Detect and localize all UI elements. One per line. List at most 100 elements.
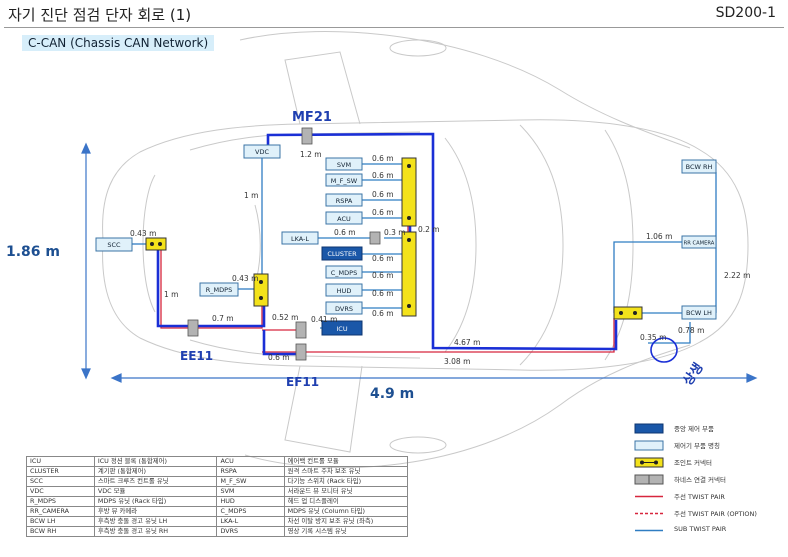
abbreviation-description: MDPS 유닛 (Rack 타입) [93,496,218,507]
vehicle-length-label: 4.9 m [370,386,414,402]
abbreviation-code: C_MDPS [216,506,285,517]
segment-lengths: 1.2 m 1 m 0.43 m 1 m 0.7 m 0.43 m 0.52 m… [130,150,750,366]
legend-item-option: 주선 TWIST PAIR (OPTION) [632,505,782,522]
abbreviation-code: RSPA [216,466,285,477]
abbreviation-code: LKA-L [216,516,285,527]
legend-label: 조인트 커넥터 [674,459,712,467]
abbreviation-code: SCC [26,476,95,487]
module-icu: ICU [321,320,363,336]
connector-mf21 [301,127,313,145]
length-lka-a: 0.6 m [334,228,356,237]
legend-item-conn: 하네스 연결 커넥터 [632,471,782,488]
svg-text:R_MDPS: R_MDPS [206,286,232,294]
legend-label: 하네스 연결 커넥터 [674,476,726,484]
length-r-mdps: 0.43 m [232,274,258,283]
annotation-mf21: MF21 [292,110,332,125]
length-bottom-mid: 3.08 m [444,357,470,366]
legend-item-jb: 조인트 커넥터 [632,454,782,471]
legend-label: 중앙 제어 부품 [674,425,715,433]
abbreviation-description: ICU 정션 블록 (통합제어) [93,456,218,467]
module-lka-l: LKA-L [281,231,319,245]
legend-symbol-gateway [634,423,664,434]
car-outline [102,31,749,469]
legend-symbol-sub [635,529,663,532]
length-lka-b: 0.3 m [384,228,406,237]
abbreviation-code: ACU [216,456,285,467]
module-boxes: VDC SCC R_MDPS ICU SVM M_F_SW RSPA ACU L… [95,144,717,336]
jb-center-lower [401,231,417,317]
jb-rear [613,306,643,320]
abbreviation-description: 에어백 컨트롤 모듈 [283,456,409,467]
annotation-ee11: EE11 [180,349,213,363]
module-bcw-rh: BCW RH [681,159,717,174]
module-hud: HUD [325,283,363,297]
svg-text:ACU: ACU [337,215,351,223]
document-code: SD200-1 [715,5,776,21]
length-svm: 0.6 m [372,154,394,163]
length-scc: 0.43 m [130,229,156,238]
legend-item-gateway: 중앙 제어 부품 [632,420,782,437]
length-junction: 0.2 m [418,225,440,234]
svg-text:RR CAMERA: RR CAMERA [684,241,715,247]
length-icu-b: 0.41 m [311,315,337,324]
abbreviation-code: RR_CAMERA [26,506,95,517]
legend-item-main: 주선 TWIST PAIR [632,488,782,505]
abbreviation-code: BCW RH [26,526,95,537]
svg-text:ICU: ICU [336,325,347,333]
length-bcw-lh: 0.78 m [678,326,704,335]
abbreviation-code: DVRS [216,526,285,537]
length-c-mdps: 0.6 m [372,271,394,280]
length-main-rear: 4.67 m [454,338,480,347]
legend-symbol-jb [634,457,664,468]
length-ee: 0.7 m [212,314,234,323]
legend-item-module: 제어기 부품 명칭 [632,437,782,454]
abbreviation-code: SVM [216,486,285,497]
abbreviation-description: 원격 스마트 주차 보조 유닛 [283,466,409,477]
abbreviation-description: 계기판 (통합제어) [93,466,218,477]
module-rr-camera: RR CAMERA [681,235,717,249]
length-vdc-top: 1.2 m [300,150,322,159]
abbreviation-code: R_MDPS [26,496,95,507]
joint-connectors [145,157,643,320]
svg-text:SCC: SCC [107,241,121,249]
svg-text:HUD: HUD [337,287,352,295]
length-acu: 0.6 m [372,208,394,217]
module-m-f-sw: M_F_SW [325,173,363,187]
connector-icu [295,321,307,339]
abbreviation-description: 후측방 충돌 경고 유닛 RH [93,526,218,537]
module-svm: SVM [325,157,363,171]
dimension-arrows [81,142,758,383]
module-cluster: CLUSTER [321,246,363,261]
legend-label: 주선 TWIST PAIR (OPTION) [674,510,757,518]
length-m-f-sw: 0.6 m [372,171,394,180]
connector-ee11 [187,319,199,337]
length-rspa: 0.6 m [372,190,394,199]
abbreviation-code: BCW LH [26,516,95,527]
connector-ef11 [295,343,307,361]
svg-text:VDC: VDC [255,148,269,156]
abbreviation-description: 차선 이탈 방지 보조 유닛 (좌측) [283,516,409,527]
network-subtitle: C-CAN (Chassis CAN Network) [22,35,215,51]
module-bcw-lh: BCW LH [681,305,717,320]
abbreviation-code: CLUSTER [26,466,95,477]
jb-vdc [253,273,269,307]
harness-connectors [187,127,381,361]
length-hud: 0.6 m [372,289,394,298]
svg-text:DVRS: DVRS [335,305,353,313]
abbreviation-description: MDPS 유닛 (Column 타입) [283,506,409,517]
svg-text:SVM: SVM [337,161,351,169]
abbreviation-description: 다기능 스위치 (Rack 타입) [283,476,409,487]
vehicle-width-label: 1.86 m [6,244,60,260]
module-rspa: RSPA [325,193,363,207]
abbreviation-description: VDC 모듈 [93,486,218,497]
